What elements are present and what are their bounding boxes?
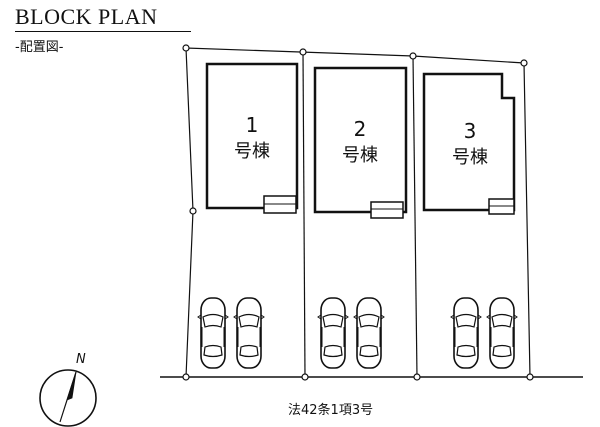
title-underline <box>15 31 191 32</box>
building-2-entrance <box>370 201 404 219</box>
boundary-markers <box>182 44 534 381</box>
building-3-footprint <box>422 72 516 212</box>
north-compass: N <box>39 352 97 427</box>
plan-subtitle: -配置図- <box>15 40 64 55</box>
compass-needle <box>66 371 77 401</box>
lot-2-number: 2 <box>354 117 367 141</box>
plan-title: BLOCK PLAN <box>15 4 158 29</box>
parking-car-2a <box>317 297 349 369</box>
lot-1-label: 号棟 <box>234 141 270 162</box>
lot-divider-1-2 <box>302 51 306 378</box>
parking-car-3b <box>486 297 518 369</box>
parking-car-1a <box>197 297 229 369</box>
lot-2-label: 号棟 <box>342 145 378 166</box>
building-1-footprint <box>205 62 299 210</box>
lot-1-number: 1 <box>246 113 259 137</box>
building-3: 3 号棟 <box>422 72 516 215</box>
road-regulation-note: 法42条1項3号 <box>288 403 374 418</box>
building-1: 1 号棟 <box>205 62 299 214</box>
parking-car-3a <box>450 297 482 369</box>
lot-3-label: 号棟 <box>452 147 488 168</box>
parking-car-2b <box>353 297 385 369</box>
parking-car-1b <box>233 297 265 369</box>
compass-north-label: N <box>76 352 86 367</box>
building-2: 2 号棟 <box>313 66 408 219</box>
building-2-footprint <box>313 66 408 214</box>
lot-3-number: 3 <box>464 119 477 143</box>
lot-divider-2-3 <box>412 55 418 378</box>
